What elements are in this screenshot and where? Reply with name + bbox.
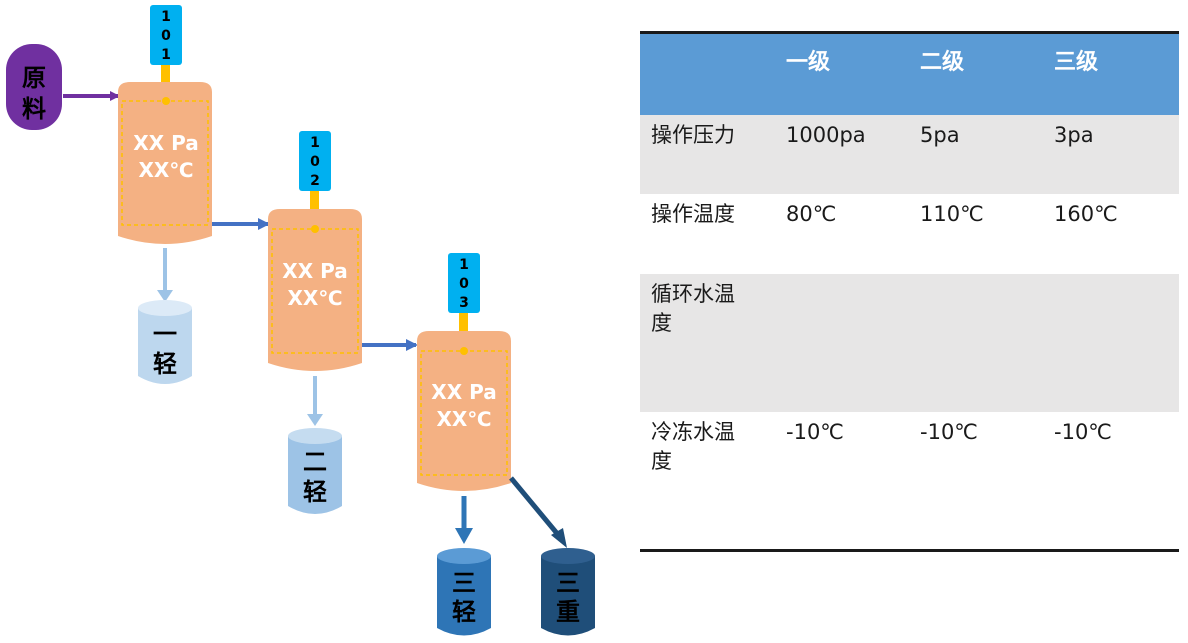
table-row-cooling-water: 循环水温度: [640, 274, 1179, 412]
id-tag-2: [299, 131, 331, 191]
feed-label-1: 原: [22, 64, 46, 92]
column-1-temperature: XX℃: [138, 158, 193, 182]
product-1-bottom: 轻: [153, 350, 177, 378]
row-label: 冷冻水温度: [651, 420, 735, 473]
product-4-bottom: 重: [556, 598, 580, 626]
cell: 1000pa: [786, 123, 866, 147]
product-3-top: 三: [452, 569, 476, 597]
cell: 3pa: [1054, 123, 1094, 147]
cell: -10℃: [920, 420, 978, 444]
table-row-chilled-water: 冷冻水温度 -10℃ -10℃ -10℃: [640, 412, 1179, 549]
cell: 5pa: [920, 123, 960, 147]
row-label: 操作压力: [651, 123, 735, 147]
column-2: 1 0 2 XX Pa XX℃: [268, 131, 362, 371]
product-vessel-3-light: 三 轻: [437, 548, 491, 636]
column-3-temperature: XX℃: [436, 407, 491, 431]
cell: 80℃: [786, 202, 837, 226]
table-bottom-rule: [640, 549, 1179, 552]
id-tag-3: [448, 253, 480, 313]
product-3-bottom: 轻: [452, 598, 476, 626]
header-stage-3: 三级: [1054, 50, 1099, 75]
product-vessel-1: 一 轻: [138, 300, 192, 384]
feed-label-2: 料: [22, 95, 46, 123]
product-4-top: 三: [556, 569, 580, 597]
row-label: 循环水温度: [651, 282, 735, 335]
row-label: 操作温度: [651, 202, 735, 226]
table-row-temperature: 操作温度 80℃ 110℃ 160℃: [640, 194, 1179, 274]
id-tag-1: [150, 5, 182, 65]
id-tag-3-digit-2: 0: [459, 276, 469, 292]
product-arrow-3-heavy: [509, 476, 562, 539]
process-flow-diagram: 原 料 1 0 1 XX Pa XX℃ 一 轻 1 0 2 XX Pa XX℃: [6, 5, 595, 636]
cell: 110℃: [920, 202, 984, 226]
parameter-table: 一级 二级 三级 操作压力 1000pa 5pa 3pa 操作温度 80℃ 11…: [640, 31, 1179, 552]
id-tag-1-digit-3: 1: [161, 47, 171, 63]
column-1: 1 0 1 XX Pa XX℃: [118, 5, 212, 244]
cell: -10℃: [1054, 420, 1112, 444]
column-3: 1 0 3 XX Pa XX℃: [417, 253, 511, 491]
id-tag-1-digit-2: 0: [161, 28, 171, 44]
cell: -10℃: [786, 420, 844, 444]
feed-vessel: 原 料: [6, 44, 62, 130]
table-header: 一级 二级 三级: [640, 31, 1179, 115]
id-tag-2-digit-3: 2: [310, 173, 320, 189]
product-vessel-2: 二 轻: [288, 428, 342, 514]
id-tag-2-digit-2: 0: [310, 154, 320, 170]
id-tag-3-digit-1: 1: [459, 257, 469, 273]
id-tag-3-digit-3: 3: [459, 295, 469, 311]
product-2-bottom: 轻: [303, 478, 327, 506]
column-1-pressure: XX Pa: [133, 131, 198, 155]
column-2-pressure: XX Pa: [282, 259, 347, 283]
header-stage-1: 一级: [786, 50, 831, 75]
table-row-pressure: 操作压力 1000pa 5pa 3pa: [640, 115, 1179, 194]
cell: 160℃: [1054, 202, 1118, 226]
id-tag-2-digit-1: 1: [310, 135, 320, 151]
column-2-temperature: XX℃: [287, 286, 342, 310]
product-vessel-3-heavy: 三 重: [541, 548, 595, 636]
column-3-pressure: XX Pa: [431, 380, 496, 404]
header-stage-2: 二级: [920, 50, 965, 75]
id-tag-1-digit-1: 1: [161, 9, 171, 25]
product-2-top: 二: [303, 448, 327, 476]
product-1-top: 一: [153, 320, 177, 348]
